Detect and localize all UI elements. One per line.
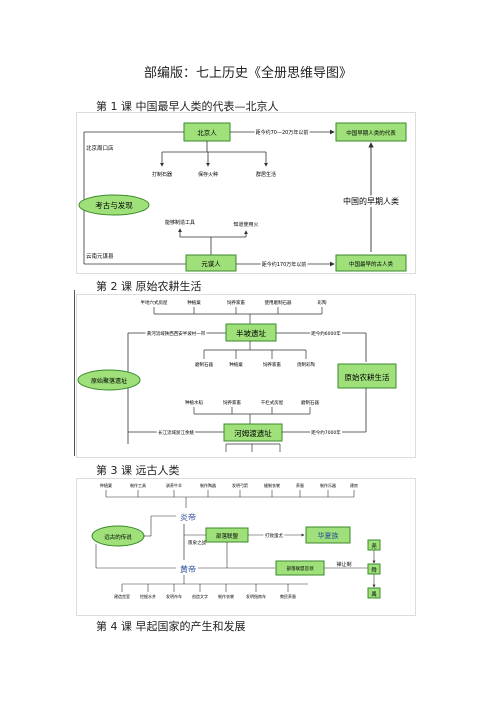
huang-invention-3: 发明舟车: [166, 593, 182, 599]
banpo-place: 黄河流域陕西西安半坡村一带: [147, 330, 206, 337]
huang-invention-1: 建造宫室: [114, 593, 130, 599]
huang-invention-4: 创造文字: [192, 593, 208, 599]
archaeology-oval: [78, 194, 150, 216]
peking-man-date: 距今约70—20万年以前: [256, 129, 309, 136]
archaeology-label: 考古与发现: [95, 200, 133, 210]
sage-shun-label: 舜: [371, 566, 377, 574]
earliest-representative-label: 中国早期人类的代表: [346, 129, 396, 137]
hemudu-feature-2: 饲养家畜: [223, 399, 241, 406]
yan-emperor-label: 炎帝: [180, 512, 196, 522]
banpo-feature-5: 彩陶: [318, 299, 327, 306]
huang-invention-6: 发明指南车: [246, 593, 266, 599]
yan-invention-2: 制作工具: [130, 482, 146, 488]
banpo-site-box: [225, 323, 277, 342]
earliest-representative-box: [335, 122, 407, 142]
peking-man-place: 北京周口店: [86, 144, 114, 152]
banquan-battle: 阪泉之战: [188, 539, 206, 546]
huang-invention-5: 制作衣裳: [218, 593, 234, 599]
huang-invention-7: 教民养蚕: [280, 593, 296, 599]
banpo-date: 距今约6000年: [311, 330, 341, 337]
yan-invention-5: 发明弓箭: [232, 482, 248, 488]
peking-item-stone-tools: 打制石器: [152, 171, 172, 178]
yan-invention-1: 种植粟: [100, 482, 112, 488]
tribal-alliance-label: 部落联盟: [216, 532, 239, 540]
huang-invention-2: 挖掘水井: [140, 593, 156, 599]
yuanmou-item-tools: 能够制造工具: [165, 219, 195, 226]
yan-invention-4: 制作陶器: [200, 482, 216, 488]
huaxia-box: [305, 526, 351, 544]
lesson-1-heading: 第 1 课 中国最早人类的代表—北京人: [96, 100, 279, 113]
banpo-item-millet: 种植粟: [229, 361, 243, 368]
defeat-chiyou: 打败蚩尤: [265, 532, 283, 539]
banpo-feature-1: 半地穴式房屋: [141, 299, 168, 306]
mindmap-farming-life: 半地穴式房屋 种植粟 饲养家畜 使用磨制石器 彩陶 黄河流域陕西西安半坡村一带 …: [76, 294, 416, 458]
settlement-sites-oval: [77, 369, 141, 391]
hemudu-date: 距今约7000年: [311, 429, 341, 436]
banpo-item-stone: 磨制石器: [195, 361, 213, 368]
document-title: 部编版：七上历史《全册思维导图》: [143, 66, 352, 81]
banpo-site-label: 半坡遗址: [236, 328, 266, 338]
banpo-feature-2: 种植粟: [187, 299, 201, 306]
sage-yu-label: 禹: [371, 590, 377, 598]
sage-yu-box: [367, 587, 381, 599]
yuanmou-man-box: [185, 254, 237, 272]
hemudu-place: 长江流域浙江余姚: [158, 429, 194, 436]
lesson-3-heading: 第 3 课 远古人类: [96, 464, 180, 477]
farming-life-box: [337, 363, 397, 389]
earliest-ancient-human-label: 中国最早的古人类: [349, 260, 394, 268]
alliance-leader-label: 部落联盟首领: [287, 565, 314, 572]
margin-rule: [74, 290, 75, 456]
yuanmou-date: 距今约170万年以前: [262, 261, 307, 268]
settlement-sites-label: 原始聚落遗址: [91, 377, 127, 385]
banpo-item-livestock: 饲养家畜: [263, 361, 281, 368]
banpo-item-pottery: 烧制彩陶: [297, 361, 315, 368]
yan-invention-6: 缝制衣裳: [264, 482, 280, 488]
yan-invention-3: 驯养牛羊: [166, 482, 182, 488]
mindmap-legends: 种植粟 制作工具 驯养牛羊 制作陶器 发明弓箭 缝制衣裳 养蚕 制作乐器 建房 …: [76, 478, 416, 616]
yuanmou-man-label: 元谋人: [201, 260, 221, 268]
abdication-system: 禅让制: [336, 561, 351, 568]
lesson-4-heading: 第 4 课 早起国家的产生和发展: [96, 620, 246, 633]
early-humans-label: 中国的早期人类: [343, 196, 399, 206]
earliest-ancient-human-box: [335, 254, 407, 272]
yellow-emperor-label: 黄帝: [180, 564, 196, 574]
lesson-2-heading: 第 2 课 原始农耕生活: [96, 280, 202, 293]
yuanmou-place: 云南元谋县: [86, 252, 114, 260]
peking-man-label: 北京人: [197, 128, 217, 137]
hemudu-feature-3: 干栏式房屋: [261, 399, 284, 406]
hemudu-site-box: [223, 423, 283, 442]
yan-invention-7: 养蚕: [296, 482, 304, 488]
yan-invention-8: 制作乐器: [320, 482, 336, 488]
yan-invention-9: 建房: [350, 482, 358, 488]
ancient-legends-label: 远古的传说: [104, 533, 132, 541]
banpo-feature-3: 饲养家畜: [227, 299, 245, 306]
banpo-feature-4: 使用磨制石器: [265, 299, 292, 306]
peking-item-fire: 保存火种: [198, 171, 218, 178]
mindmap-peking-man: 北京人 距今约70—20万年以前 中国早期人类的代表 北京周口店 打制石器 保存…: [76, 112, 416, 274]
huaxia-label: 华夏族: [318, 531, 339, 540]
hemudu-site-label: 河姆渡遗址: [234, 428, 272, 438]
hemudu-feature-1: 种植水稻: [185, 399, 203, 406]
hemudu-feature-4: 磨制石器: [301, 399, 319, 406]
peking-item-group-life: 群居生活: [256, 171, 276, 178]
farming-life-label: 原始农耕生活: [345, 372, 390, 382]
yuanmou-item-fire: 知道使用火: [233, 221, 258, 228]
sage-yao-label: 尧: [371, 542, 377, 550]
